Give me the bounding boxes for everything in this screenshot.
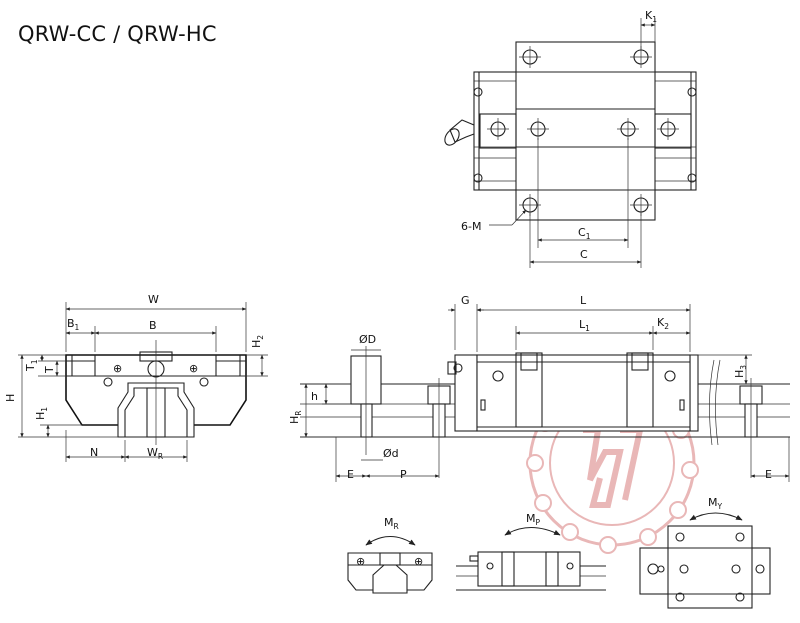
side-view: [300, 304, 790, 482]
dim-label-l: L: [580, 294, 587, 307]
dim-label-c: C: [580, 248, 588, 261]
grease-nipple-icon: [447, 361, 463, 375]
moment-arrow-icon: [504, 526, 561, 536]
grease-nipple-icon: [444, 119, 475, 146]
dim-label-od-upper: ØD: [359, 333, 376, 346]
dim-label-k2: K2: [657, 316, 669, 331]
dim-label-h: H: [4, 394, 17, 402]
dim-label-h2: H2: [250, 335, 265, 348]
svg-text:⊕: ⊕: [113, 362, 122, 375]
svg-text:⊕: ⊕: [189, 362, 198, 375]
dim-label-6m: 6-M: [461, 220, 481, 233]
dim-label-c1: C1: [578, 226, 591, 241]
dim-label-t: T: [43, 366, 56, 374]
dim-label-w: W: [148, 293, 159, 306]
page-title: QRW-CC / QRW-HC: [18, 22, 217, 46]
top-view: [444, 18, 697, 268]
moment-diagram-mr: ⊕ ⊕: [347, 535, 433, 594]
dim-label-b: B: [149, 319, 157, 332]
moment-arrow-icon: [689, 512, 743, 521]
dim-label-mr: MR: [384, 516, 399, 531]
dim-label-e-right: E: [765, 468, 772, 481]
dim-label-h-small: h: [311, 390, 318, 403]
dim-label-my: MY: [708, 496, 723, 511]
moment-diagram-mp: [456, 526, 606, 591]
dim-label-p: P: [400, 468, 407, 481]
dim-label-mp: MP: [526, 512, 541, 527]
dim-label-g: G: [461, 294, 470, 307]
dim-label-od-lower: Ød: [383, 447, 399, 460]
dim-label-e-left: E: [347, 468, 354, 481]
dim-label-wr: WR: [147, 446, 163, 461]
dim-label-t1: T1: [24, 359, 39, 372]
dim-label-k1: K1: [645, 9, 657, 24]
dim-label-l1: L1: [579, 318, 590, 333]
front-view: ⊕ ⊕: [18, 302, 268, 462]
dim-label-h3: H3: [733, 365, 748, 378]
moment-arrow-icon: [365, 535, 416, 546]
dim-label-hr: HR: [288, 411, 303, 425]
svg-text:⊕: ⊕: [414, 555, 423, 568]
moment-diagram-my: [639, 512, 771, 609]
dim-label-b1: B1: [67, 317, 80, 332]
svg-text:⊕: ⊕: [356, 555, 365, 568]
dim-label-h1: H1: [34, 407, 49, 420]
dim-label-n: N: [90, 446, 98, 459]
